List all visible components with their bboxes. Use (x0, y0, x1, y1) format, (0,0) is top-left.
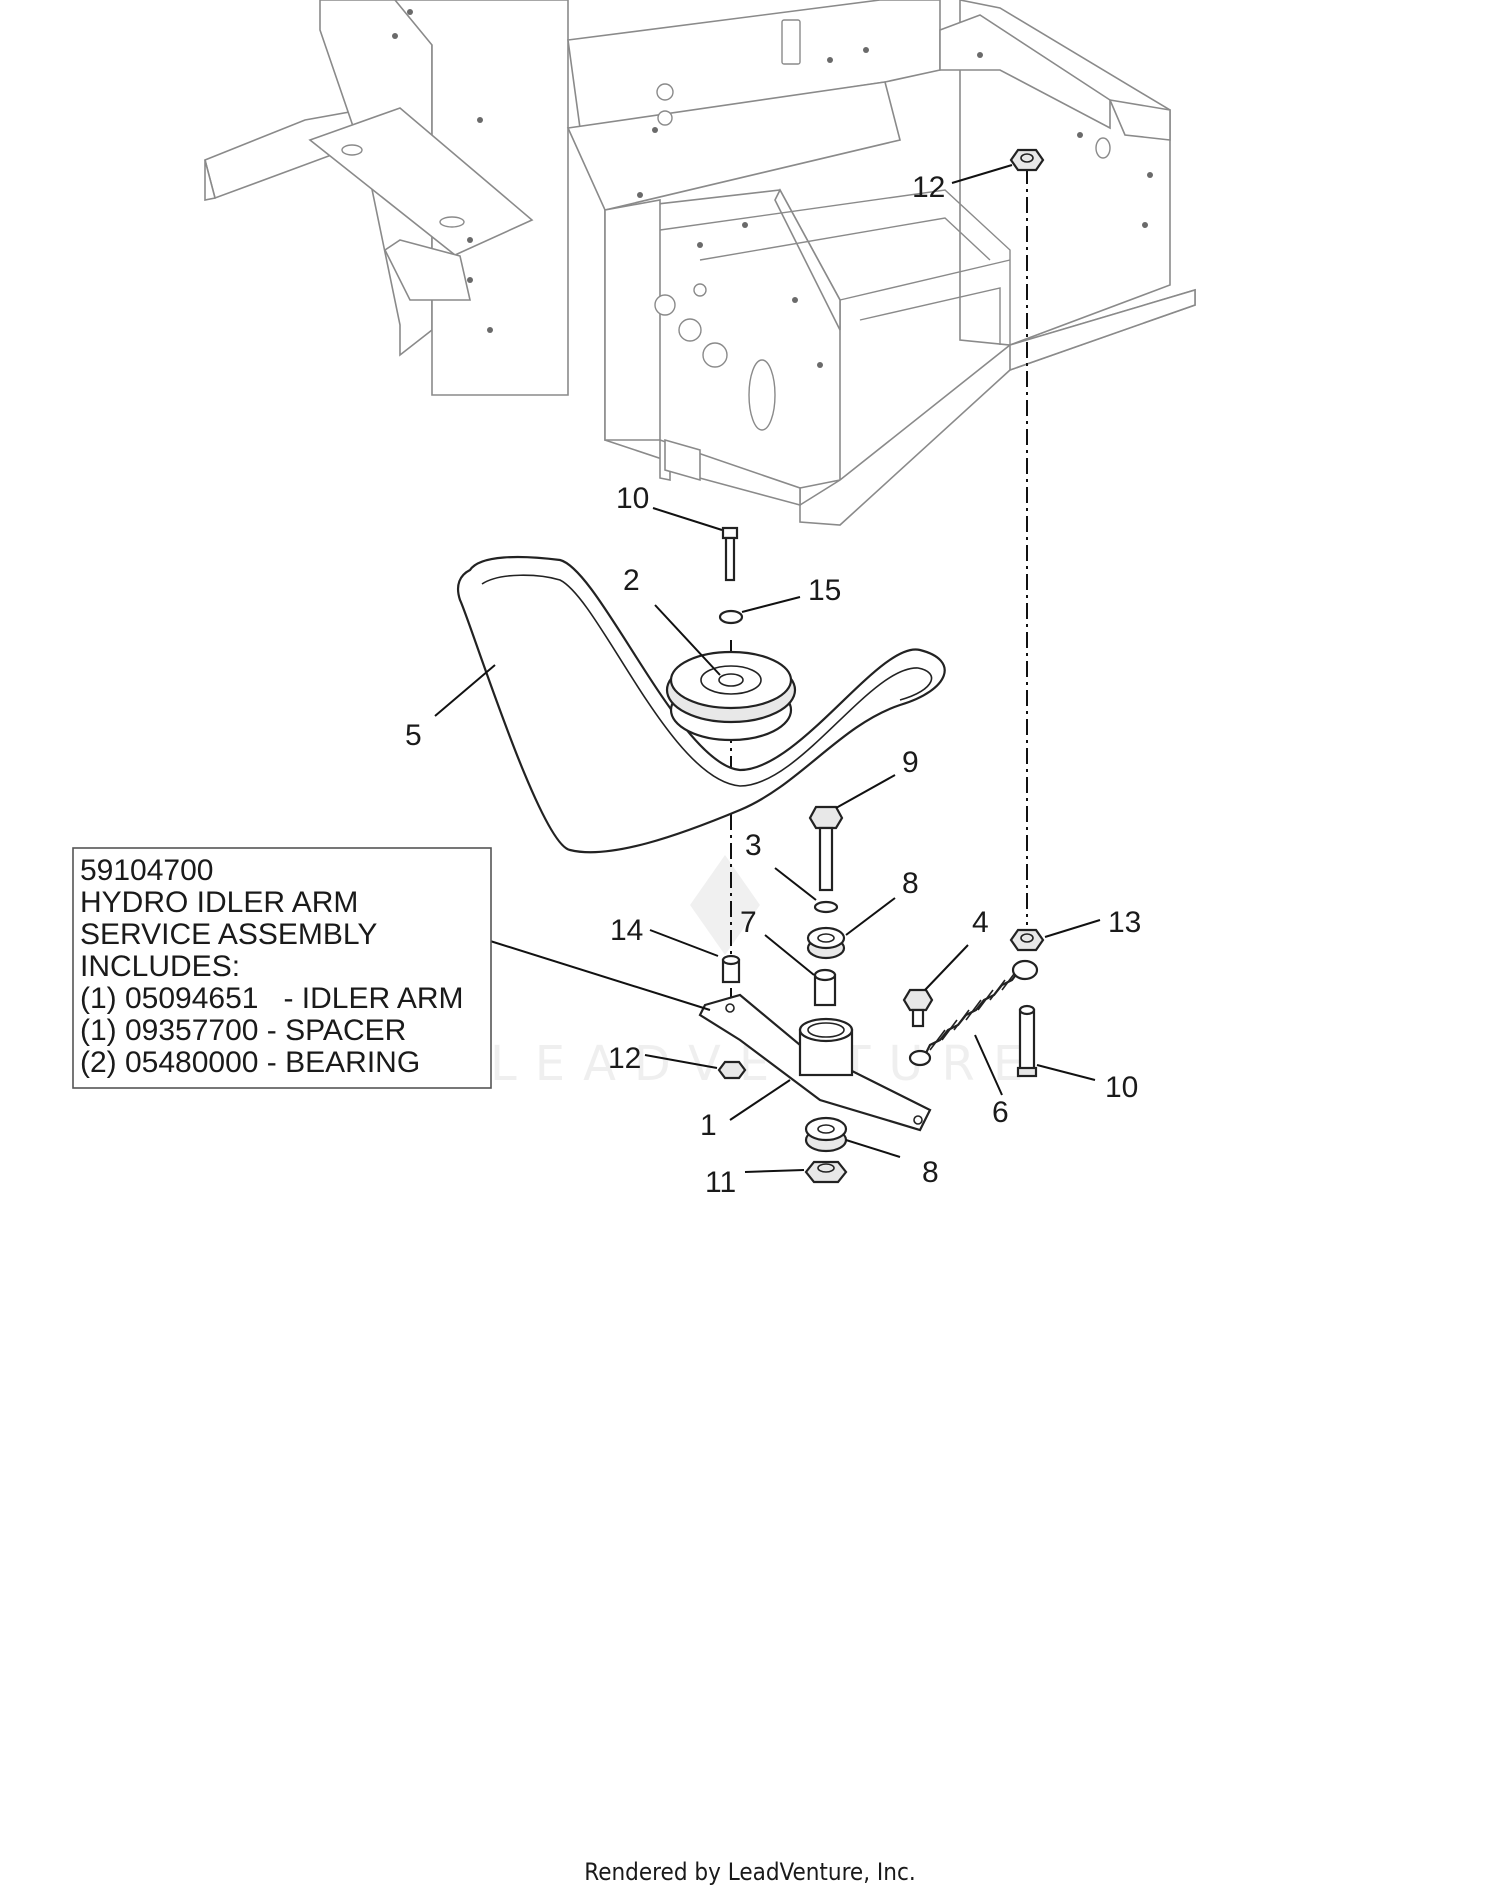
callout-3: 3 (745, 829, 762, 862)
assembly-item-idler-arm: (1) 05094651 - IDLER ARM (80, 982, 464, 1015)
callout-2: 2 (623, 564, 640, 597)
callout-15: 15 (808, 574, 841, 607)
pulley-2-icon (665, 650, 797, 742)
service-assembly-box: 59104700 HYDRO IDLER ARM SERVICE ASSEMBL… (72, 847, 492, 1089)
bolt-10-right-icon (1016, 1004, 1038, 1078)
spacer-7-icon (813, 968, 837, 1007)
assembly-item-bearing: (2) 05480000 - BEARING (80, 1046, 420, 1079)
callout-14: 14 (610, 914, 643, 947)
callout-10-top: 10 (616, 482, 649, 515)
callout-13: 13 (1108, 906, 1141, 939)
bearing-8-bottom-icon (804, 1116, 848, 1153)
callout-6: 6 (992, 1096, 1009, 1129)
callout-9: 9 (902, 746, 919, 779)
bearing-8-top-icon (806, 926, 846, 960)
nut-12-top-icon (1009, 148, 1045, 172)
spring-6-icon (908, 959, 1039, 1067)
callout-8-top: 8 (902, 867, 919, 900)
callout-11: 11 (705, 1166, 736, 1199)
mower-frame (204, 0, 1196, 526)
belt-5-icon (456, 555, 946, 854)
bolt-10-top-icon (721, 526, 739, 582)
idler-arm-1-icon (698, 993, 932, 1132)
nut-13-icon (1009, 928, 1045, 952)
washer-3-icon (813, 900, 839, 914)
bolt-9-icon (808, 805, 844, 892)
assembly-includes: INCLUDES: (80, 950, 240, 983)
callout-5: 5 (405, 719, 422, 752)
assembly-box-frame (72, 847, 492, 1089)
assembly-title-2: SERVICE ASSEMBLY (80, 918, 377, 951)
watermark-logo-icon (690, 855, 760, 955)
washer-15-icon (718, 609, 744, 625)
callout-7: 7 (740, 906, 757, 939)
callout-10-right: 10 (1105, 1071, 1138, 1104)
nut-11-icon (804, 1160, 848, 1184)
nut-12-lower-icon (717, 1060, 747, 1080)
bolt-4-icon (902, 988, 934, 1028)
callout-4: 4 (972, 906, 989, 939)
assembly-title-1: HYDRO IDLER ARM (80, 886, 358, 919)
footer-credit: Rendered by LeadVenture, Inc. (584, 1858, 915, 1886)
callout-labels: 12 10 2 15 5 9 3 8 14 7 4 13 12 1 6 10 1… (405, 171, 1141, 1199)
callout-1: 1 (700, 1109, 717, 1142)
assembly-part-number: 59104700 (80, 854, 213, 887)
callout-12-lower: 12 (608, 1042, 641, 1075)
leader-lines (434, 164, 1101, 1173)
assembly-item-spacer: (1) 09357700 - SPACER (80, 1014, 406, 1047)
spacer-14-icon (721, 954, 741, 984)
callout-12-top: 12 (912, 171, 945, 204)
callout-8-bottom: 8 (922, 1156, 939, 1189)
